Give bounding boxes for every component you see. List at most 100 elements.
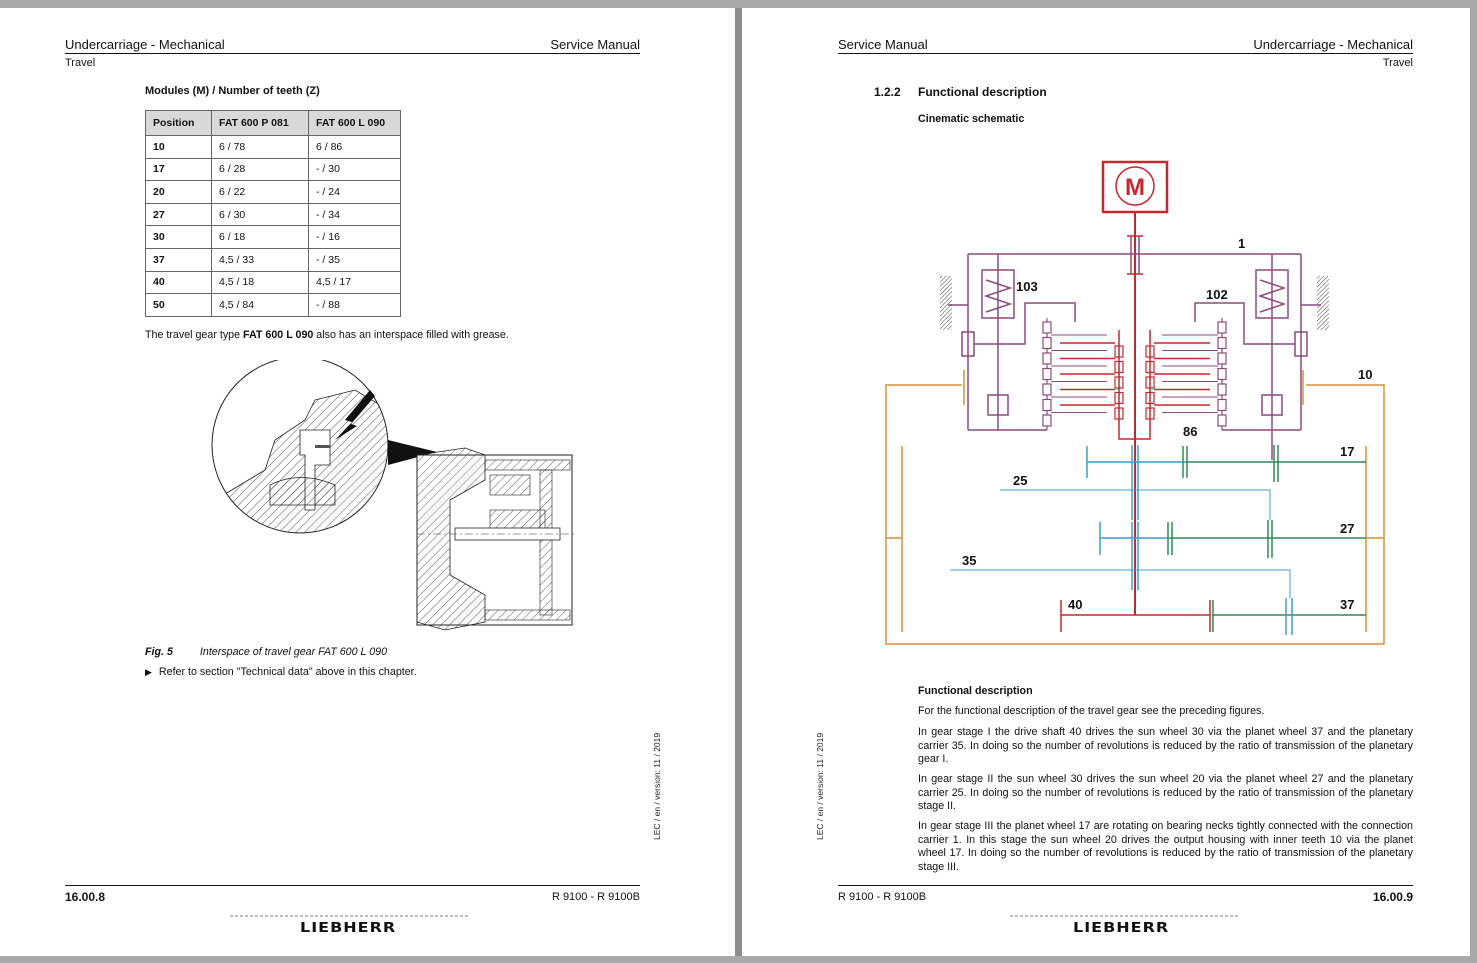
figure-interspace-drawing [211,360,577,631]
header-rule [838,53,1413,54]
label-1: 1 [1238,236,1245,251]
note-post: also has an interspace filled with greas… [313,329,509,341]
note-pre: The travel gear type [145,329,244,341]
func-title: Functional description [918,685,1033,697]
ground-fixture-left [940,276,952,330]
value-cell: - / 30 [308,157,401,182]
table-title: Modules (M) / Number of teeth (Z) [145,85,320,97]
col-header: Position [145,110,212,136]
copyright-line [230,915,470,917]
figure-number: Fig. 5 [145,646,173,658]
footer-page-number: 16.00.9 [1372,890,1413,904]
value-cell: 6 / 86 [308,135,401,159]
plate-seal [1217,414,1227,427]
position-cell: 30 [145,225,212,249]
value-cell: - / 24 [308,180,401,204]
liebherr-logo: LIEBHERR [1073,919,1170,936]
footer-model: R 9100 - R 9100B [838,891,927,903]
paragraph: In gear stage I the drive shaft 40 drive… [918,726,1413,766]
reference-text: Refer to section "Technical data" above … [158,666,417,678]
header-right: Service Manual [550,37,640,52]
figure-caption-text: Interspace of travel gear FAT 600 L 090 [199,646,388,658]
schematic-title: Cinematic schematic [918,113,1025,125]
motor-icon [1115,166,1155,206]
plate-seal [1217,352,1227,365]
output-housing-10 [885,370,1385,645]
label-103: 103 [1016,279,1038,294]
label-37: 37 [1340,597,1354,612]
motor-label: M [1125,174,1145,201]
value-cell: 6 / 30 [211,202,309,227]
ground-fixture-right [1317,276,1329,330]
label-25: 25 [1013,473,1027,488]
header-left: Undercarriage - Mechanical [65,37,225,52]
col-header: FAT 600 P 081 [211,110,309,136]
position-cell: 27 [145,202,212,227]
subheader: Travel [1382,57,1413,69]
liebherr-logo: LIEBHERR [300,919,397,936]
position-cell: 50 [145,293,212,317]
carrier-1 [948,236,1321,460]
page-left: Undercarriage - Mechanical Service Manua… [0,8,735,956]
position-cell: 17 [145,157,212,182]
value-cell: - / 34 [308,202,401,227]
value-cell: 4,5 / 17 [308,270,401,295]
label-17: 17 [1340,444,1354,459]
value-cell: 4,5 / 84 [211,293,309,317]
subheader: Travel [65,57,96,69]
footer-rule [838,885,1413,886]
position-cell: 40 [145,270,212,295]
plate-seal [1217,321,1227,334]
position-cell: 10 [145,135,212,159]
paragraph: In gear stage II the sun wheel 30 drives… [918,773,1413,813]
plate-seal [1217,398,1227,412]
version-note: LEC / en / version: 11 / 2019 [815,732,825,840]
label-10: 10 [1358,367,1372,382]
reference-line: ▶ Refer to section "Technical data" abov… [145,666,417,678]
header-right: Undercarriage - Mechanical [1253,37,1413,52]
value-cell: 6 / 22 [211,180,309,204]
gear-cross-section [416,447,577,631]
note-bold: FAT 600 L 090 [243,329,314,341]
section-number: 1.2.2 [874,85,901,99]
col-header: FAT 600 L 090 [308,110,401,136]
callout-pointer [388,440,437,465]
footer-page-number: 16.00.8 [65,890,106,904]
copyright-line [1010,915,1240,917]
plate-seal [1217,367,1227,381]
label-102: 102 [1206,287,1228,302]
plate-seal [1042,414,1052,427]
stage-2 [1000,489,1366,590]
value-cell: 6 / 28 [211,157,309,182]
value-cell: 4,5 / 18 [211,270,309,295]
plate-seal [1217,383,1227,396]
value-cell: 4,5 / 33 [211,247,309,272]
label-86: 86 [1183,424,1197,439]
footer-model: R 9100 - R 9100B [551,891,640,903]
plate-seal [1042,398,1052,412]
header-rule [65,53,640,54]
header-left: Service Manual [838,37,928,52]
value-cell: - / 35 [308,247,401,272]
label-40: 40 [1068,597,1082,612]
plate-seal [1217,336,1227,350]
plate-seal [1042,321,1052,334]
value-cell: - / 88 [308,293,401,317]
value-cell: 6 / 78 [211,135,309,159]
detail-circle-content [214,389,388,533]
inner-hub [1118,330,1151,440]
plate-seal [1042,367,1052,381]
plate-seal [1042,352,1052,365]
stage-3 [1086,445,1366,520]
page-gutter [735,8,742,956]
stage-1 [950,569,1366,635]
version-note: LEC / en / version: 11 / 2019 [652,732,662,840]
